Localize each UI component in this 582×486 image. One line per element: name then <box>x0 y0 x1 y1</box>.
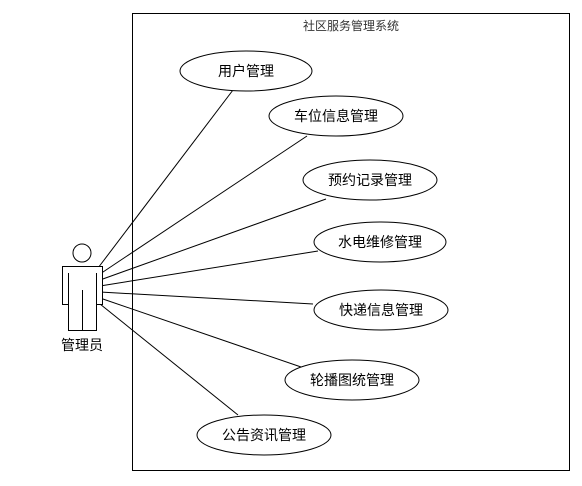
association-line <box>99 303 239 416</box>
use-case-parking-management[interactable]: 车位信息管理 <box>268 95 404 137</box>
association-line <box>99 291 314 305</box>
use-case-ellipse[interactable] <box>179 50 313 92</box>
use-case-label: 轮播图统管理 <box>310 373 394 389</box>
use-case-label: 快递信息管理 <box>339 302 423 319</box>
use-case-ellipse[interactable] <box>313 221 447 263</box>
use-case-user-management[interactable]: 用户管理 <box>179 50 313 92</box>
actor-admin: 管理员 <box>61 243 103 354</box>
association-line <box>99 198 327 281</box>
use-case-reservation-management[interactable]: 预约记录管理 <box>302 159 438 201</box>
use-case-label: 预约记录管理 <box>328 173 412 189</box>
association-line <box>97 89 234 269</box>
use-case-ellipse[interactable] <box>196 414 332 456</box>
use-case-label: 车位信息管理 <box>294 108 378 125</box>
use-case-ellipse[interactable] <box>284 359 420 401</box>
use-case-ellipse[interactable] <box>313 289 449 331</box>
actor-label: 管理员 <box>61 338 103 354</box>
association-line <box>99 297 305 369</box>
use-case-label: 用户管理 <box>218 63 274 80</box>
use-case-delivery-management[interactable]: 快递信息管理 <box>313 289 449 331</box>
association-line <box>99 135 308 275</box>
use-case-label: 水电维修管理 <box>338 235 422 251</box>
use-case-repair-management[interactable]: 水电维修管理 <box>313 221 447 263</box>
actor-head <box>72 243 92 263</box>
use-case-ellipse[interactable] <box>302 159 438 201</box>
use-cases: 用户管理 车位信息管理 预约记录管理 水电维修管理 快递信息管理 轮播图统管理 … <box>179 50 449 456</box>
associations <box>97 89 327 416</box>
use-case-ellipse[interactable] <box>268 95 404 137</box>
association-line <box>99 250 319 287</box>
use-case-carousel-management[interactable]: 轮播图统管理 <box>284 359 420 401</box>
use-case-announcement-management[interactable]: 公告资讯管理 <box>196 414 332 456</box>
use-case-label: 公告资讯管理 <box>222 428 306 444</box>
system-title: 社区服务管理系统 <box>303 18 399 33</box>
